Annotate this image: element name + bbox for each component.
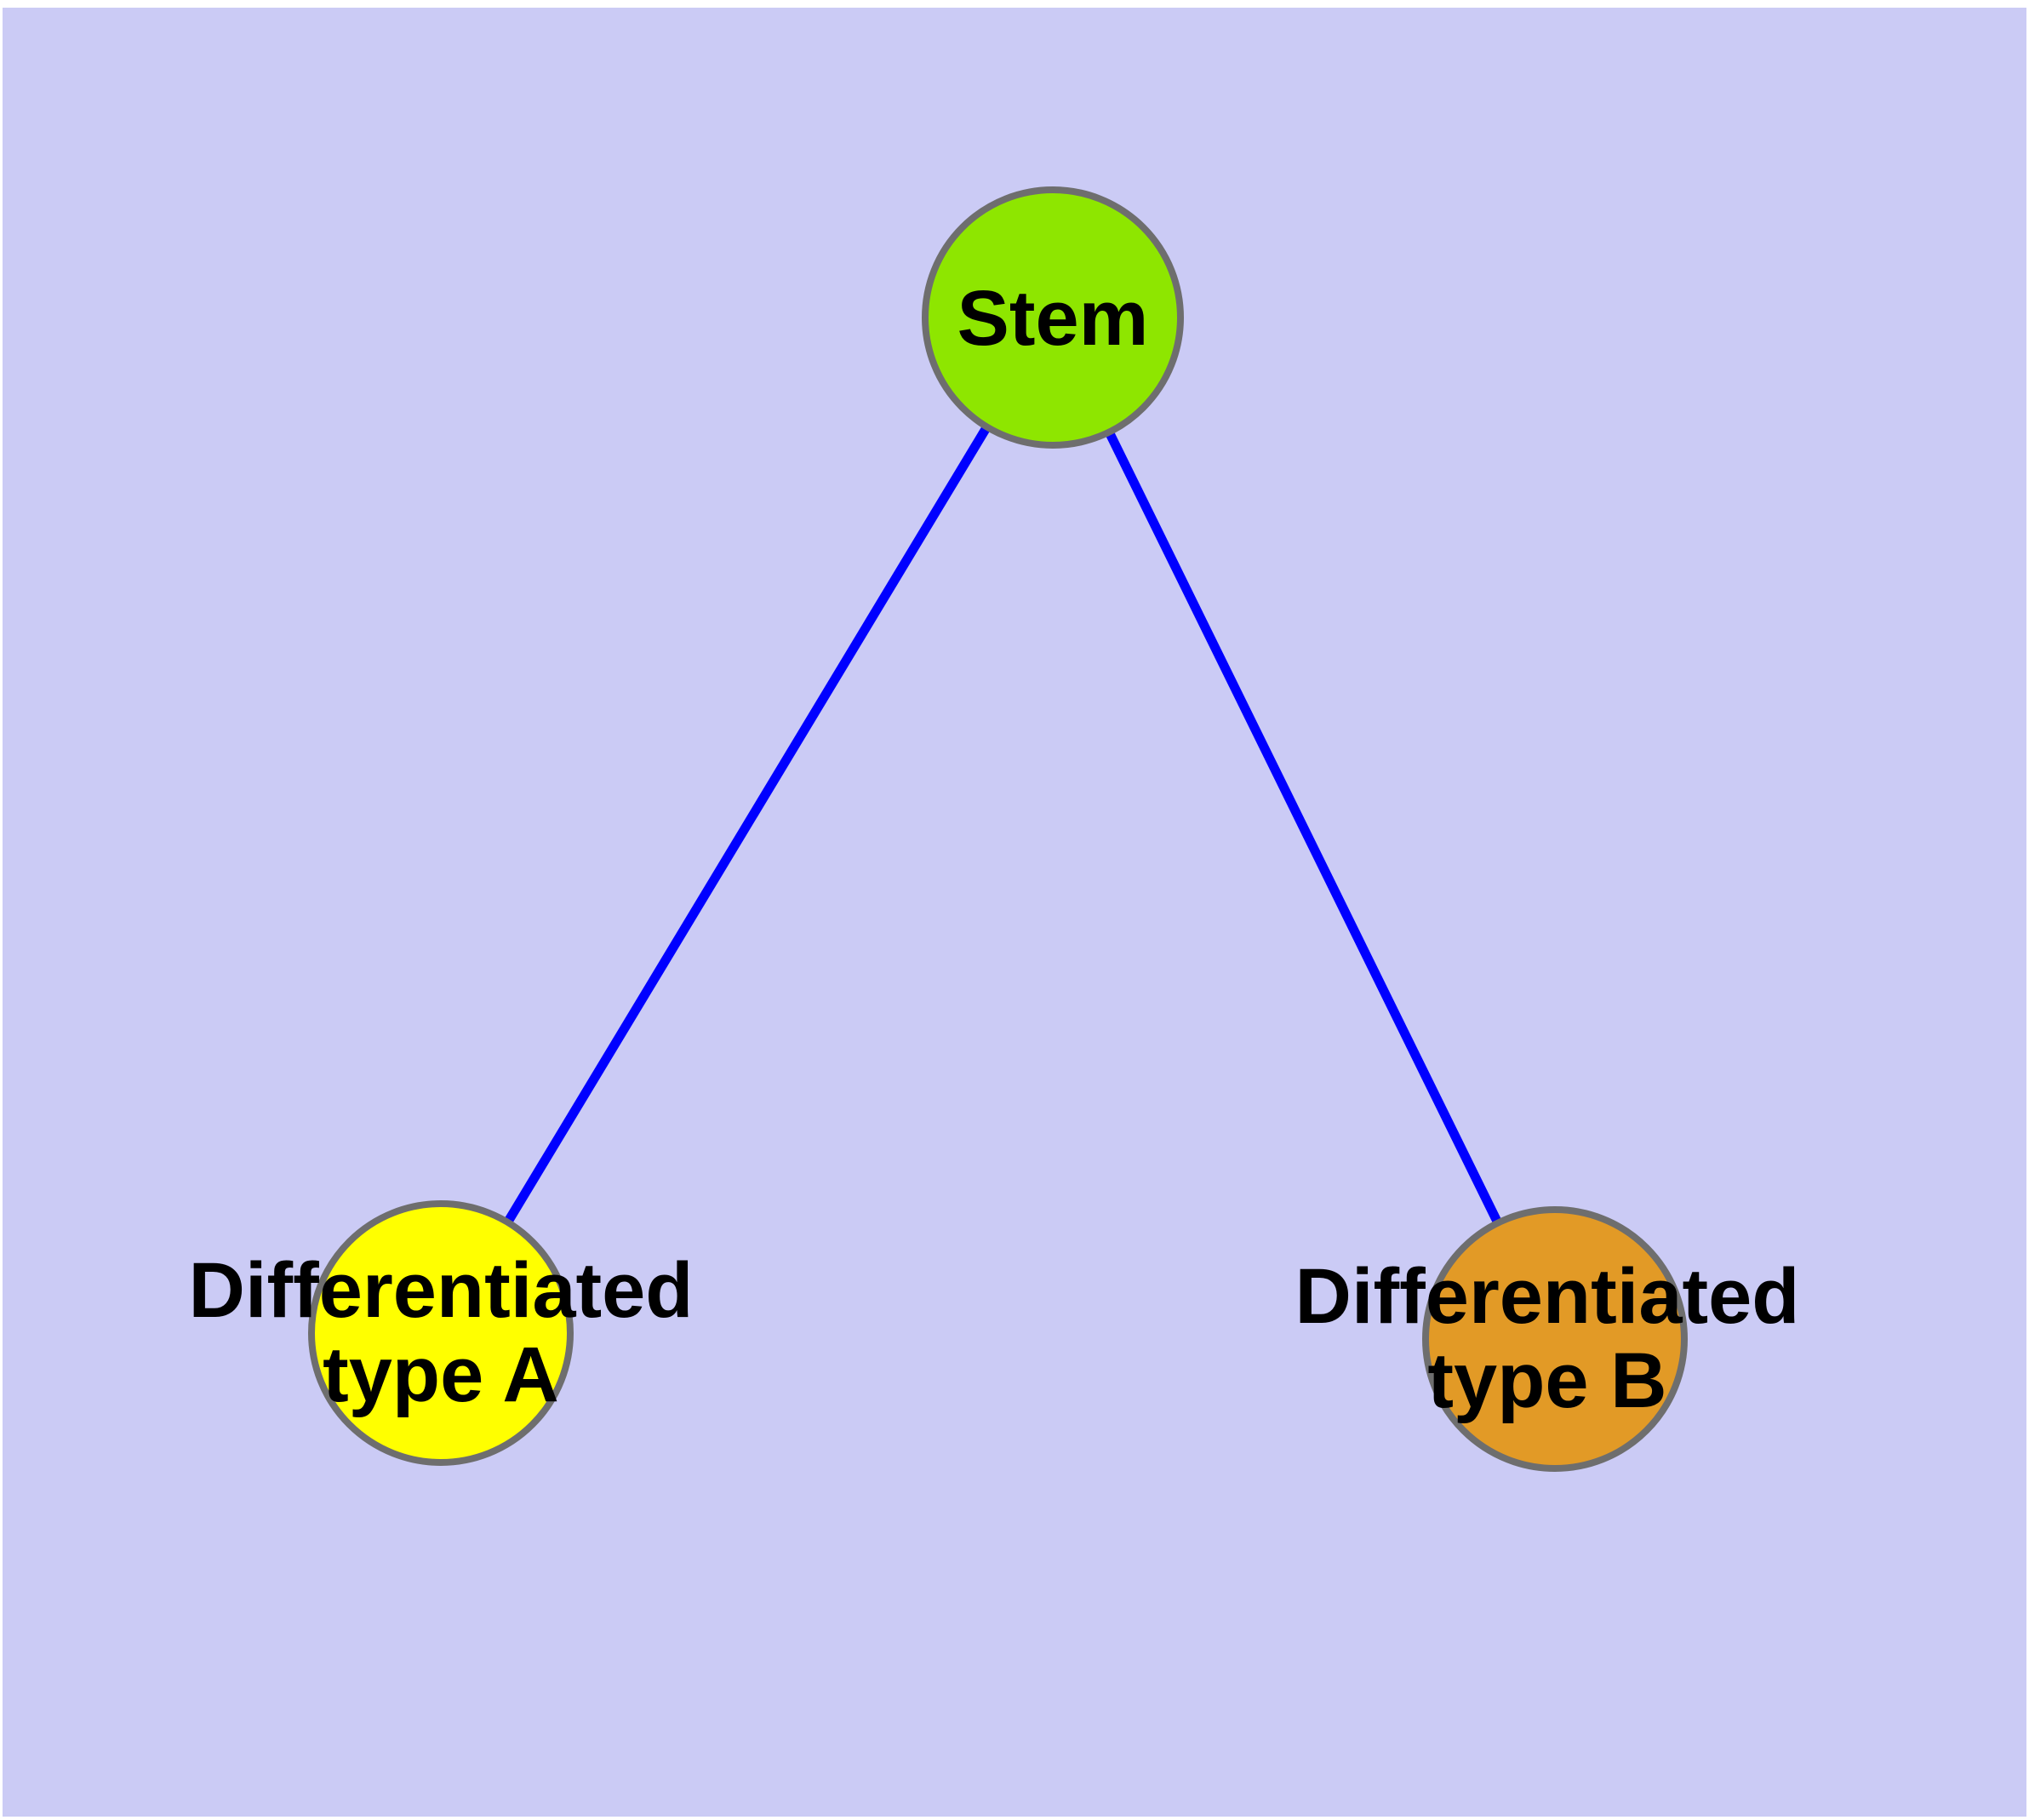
node-differentiated-type-b-label-line-1: Differentiated: [1295, 1252, 1800, 1340]
node-differentiated-type-a-label: Differentiated type A: [100, 1248, 781, 1418]
node-stem-label: Stem: [712, 275, 1393, 363]
edge-stem-to-type-a: [437, 315, 1057, 1336]
node-differentiated-type-a-label-line-1: Differentiated: [188, 1246, 694, 1334]
node-differentiated-type-b-label-line-2: type B: [1427, 1337, 1667, 1424]
node-differentiated-type-a-label-line-2: type A: [323, 1331, 559, 1418]
node-differentiated-type-b-label: Differentiated type B: [1207, 1254, 1888, 1424]
node-stem-circle: [922, 186, 1184, 449]
node-differentiated-type-b-circle: [1422, 1206, 1688, 1472]
node-stem-label-line-1: Stem: [957, 275, 1149, 363]
edge-stem-to-type-b: [1049, 315, 1559, 1342]
node-differentiated-type-a-circle: [308, 1200, 574, 1466]
